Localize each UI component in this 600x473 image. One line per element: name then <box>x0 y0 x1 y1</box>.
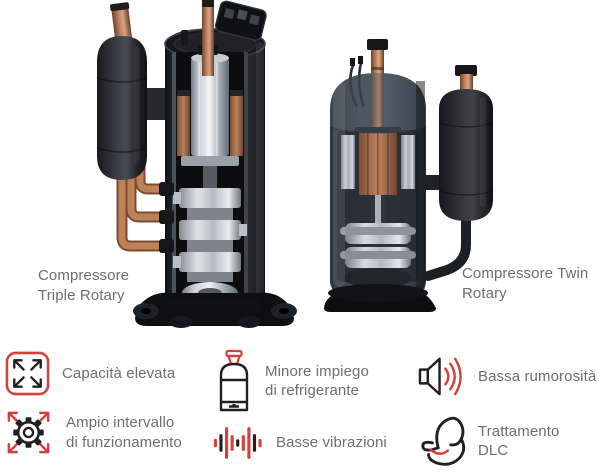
interior-parts <box>337 127 419 288</box>
label-twin-rotary: Compressore Twin Rotary <box>462 265 589 302</box>
feature-label: Bassa rumorosità <box>478 367 597 385</box>
expand-arrows-icon <box>5 351 50 396</box>
vibration-waveform-icon <box>213 427 262 459</box>
feature-dlc: Trattamento DLC <box>419 413 590 469</box>
gear-range-icon <box>7 411 50 454</box>
discharge-pipe <box>367 39 388 127</box>
glass-edge-shadow <box>416 81 425 289</box>
label-triple-rotary: Compressore Triple Rotary <box>38 267 130 304</box>
sensor-wires <box>348 56 366 108</box>
mounting-base <box>324 284 436 312</box>
muscle-arm-icon <box>421 416 466 466</box>
feature-label: Capacità elevata <box>62 364 176 382</box>
glass-highlight <box>333 79 345 287</box>
accumulator-tank <box>96 2 171 180</box>
feature-label: Trattamento DLC <box>478 422 560 459</box>
pipe-fittings <box>159 182 174 253</box>
twin-rotary-compressor-image <box>324 39 494 312</box>
feature-capacity: Capacità elevata <box>4 350 208 397</box>
glass-dome-sheen <box>330 73 426 134</box>
cutaway-interior <box>172 52 248 304</box>
feature-vibration: Basse vibrazioni <box>211 422 408 464</box>
refrigerant-cylinder-icon <box>219 349 249 412</box>
feature-noise: Bassa rumorosità <box>416 354 600 399</box>
triple-rotary-compressor-image <box>96 0 297 328</box>
twin-rotary-discs <box>340 223 416 288</box>
suction-pipes <box>116 160 171 252</box>
mounting-base <box>133 292 297 328</box>
terminal-box <box>214 0 267 41</box>
feature-label: Minore impiego di refrigerante <box>265 362 369 399</box>
discharge-pipe <box>181 0 218 76</box>
speaker-sound-icon <box>418 357 462 396</box>
accumulator-tank <box>423 65 494 281</box>
feature-label: Basse vibrazioni <box>276 434 387 452</box>
feature-refrigerant: Minore impiego di refrigerante <box>214 349 383 413</box>
feature-operating-range: Ampio intervallo di funzionamento <box>2 406 188 459</box>
feature-label: Ampio intervallo di funzionamento <box>66 414 182 451</box>
